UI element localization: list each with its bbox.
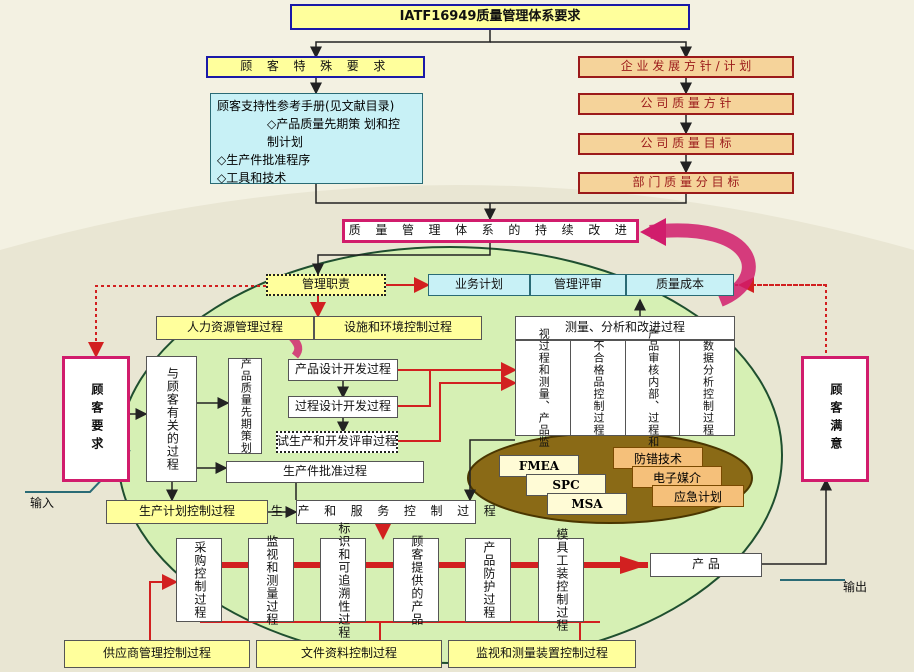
measure-sub-3: 产品审核内部、过程和: [626, 328, 681, 448]
measure-sub-box: 视过程和测量、产品监 不合格品控制过程 产品审核内部、过程和 数据分析控制过程: [515, 328, 735, 448]
monitor-device-process: 监视和测量装置控制过程: [448, 640, 636, 668]
sub-purchasing: 采购控制过程: [176, 538, 222, 622]
policy-plan: 企 业 发 展 方 针 / 计 划: [578, 56, 794, 78]
product-design-process: 产品设计开发过程: [288, 359, 398, 381]
quality-objective: 公 司 质 量 目 标: [578, 133, 794, 155]
sub-traceability: 标识和可追溯性过程: [320, 522, 366, 639]
manual-line-1: 顾客支持性参考手册(见文献目录): [217, 99, 395, 113]
customer-manual-box: 顾客支持性参考手册(见文献目录) ◇产品质量先期策 划和控 制计划 ◇生产件批准…: [210, 93, 423, 185]
ppap-process: 生产件批准过程: [226, 461, 424, 483]
manual-line-4: ◇生产件批准程序: [217, 153, 311, 167]
business-plan: 业务计划: [428, 274, 530, 296]
document-process: 文件资料控制过程: [256, 640, 442, 668]
tool-emedia: 电子媒介: [632, 466, 722, 488]
sub-preservation: 产品防护过程: [465, 538, 511, 622]
sub-monitoring: 监视和测量过程: [248, 535, 294, 626]
apqp-process: 产品质量先期策划: [228, 358, 262, 454]
dept-objective: 部 门 质 量 分 目 标: [578, 172, 794, 194]
quality-cost: 质量成本: [626, 274, 734, 296]
manual-line-3: 制计划: [267, 135, 304, 149]
tool-fmea: FMEA: [499, 455, 579, 477]
trial-review-process: 试生产和开发评审过程: [276, 431, 398, 453]
sub-tooling: 模具工装控制过程: [538, 528, 584, 632]
quality-policy: 公 司 质 量 方 针: [578, 93, 794, 115]
page-title: IATF16949质量管理体系要求: [290, 4, 690, 30]
tool-msa: MSA: [547, 493, 627, 515]
prod-service-process: 生 产 和 服 务 控 制 过 程: [271, 500, 496, 524]
continuous-improvement: 质 量 管 理 体 系 的 持 续 改 进: [342, 219, 639, 243]
manual-line-5: ◇工具和技术: [217, 171, 287, 185]
tool-errorproof: 防错技术: [613, 447, 703, 469]
measure-sub-4: 数据分析控制过程: [701, 340, 715, 436]
measure-sub-2: 不合格品控制过程: [571, 340, 626, 436]
measure-sub-1: 视过程和测量、产品监: [516, 328, 571, 448]
measure-process: 测量、分析和改进过程: [515, 316, 735, 340]
facility-process: 设施和环境控制过程: [314, 316, 482, 340]
process-design-process: 过程设计开发过程: [288, 396, 398, 418]
customer-sat-side: 顾客满意: [801, 356, 869, 482]
customer-req-side: 顾客要求: [62, 356, 130, 482]
customer-special-req: 顾 客 特 殊 要 求: [206, 56, 425, 78]
output-label: 输出: [843, 580, 868, 594]
input-label: 输入: [30, 496, 55, 510]
prod-plan-process: 生产计划控制过程: [106, 500, 268, 524]
manual-line-2: ◇产品质量先期策 划和控: [267, 117, 401, 131]
tool-contingency: 应急计划: [652, 485, 744, 507]
hr-process: 人力资源管理过程: [156, 316, 314, 340]
mgmt-duty: 管理职责: [266, 274, 386, 296]
mgmt-review: 管理评审: [530, 274, 626, 296]
sub-customer-supplied: 顾客提供的产品: [393, 535, 439, 626]
customer-related-process: 与顾客有关的过程: [146, 356, 197, 482]
supplier-process: 供应商管理控制过程: [64, 640, 250, 668]
product-box: 产 品: [650, 553, 762, 577]
